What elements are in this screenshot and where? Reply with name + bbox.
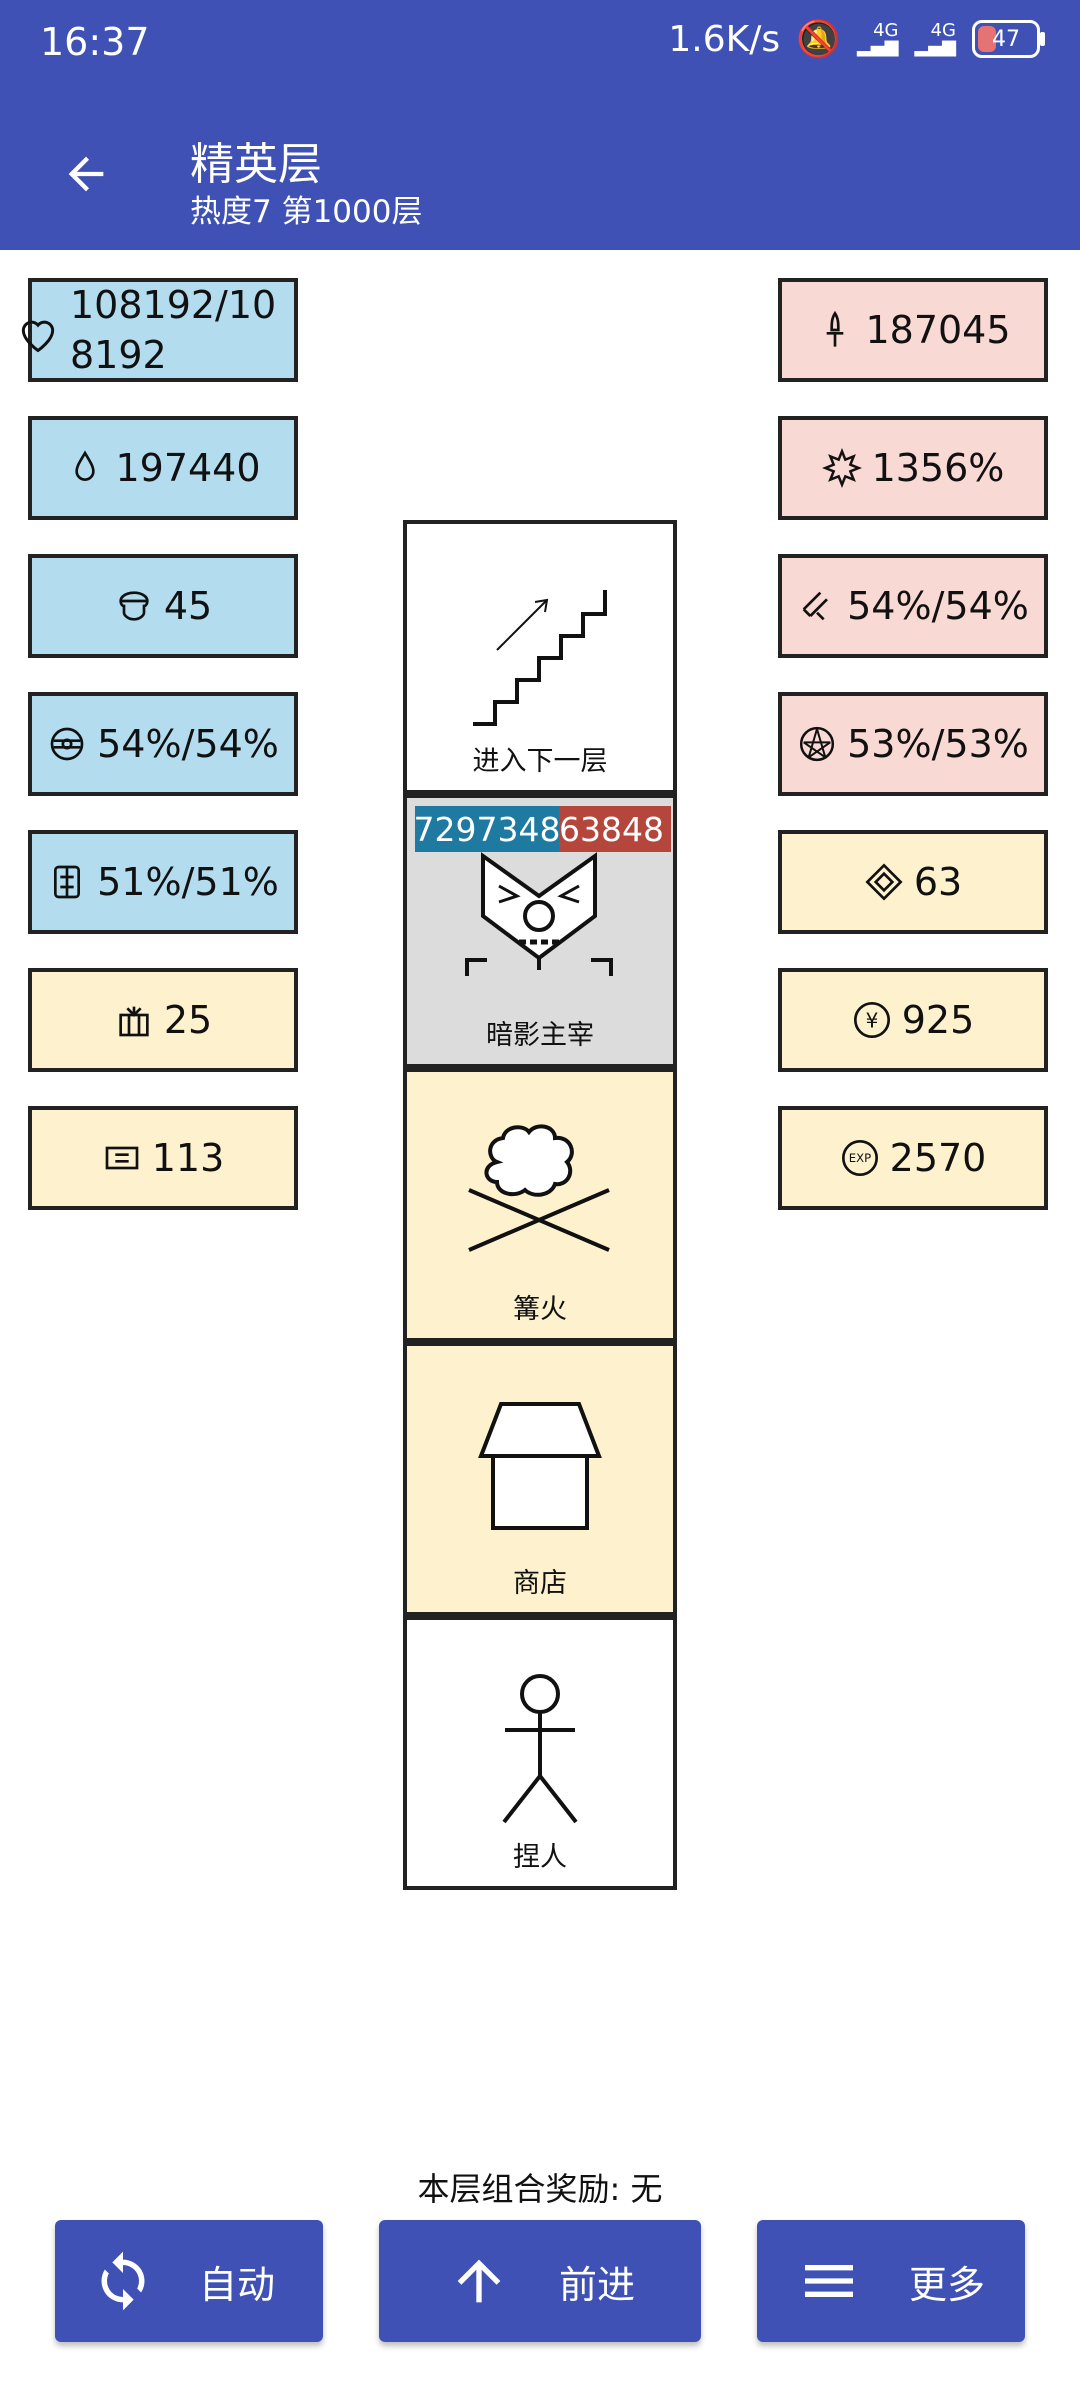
stat-resist: 54%/54% [28, 692, 298, 796]
tile-boss[interactable]: 7297348 63848 暗影主宰 [403, 794, 677, 1068]
battery-level: 47 [992, 26, 1020, 52]
helmet-icon [119, 591, 149, 621]
more-button-label: 更多 [909, 2262, 986, 2307]
stat-exp-value: 2570 [889, 1136, 987, 1180]
auto-button-label: 自动 [199, 2262, 276, 2307]
battery-icon: 47 [972, 20, 1045, 58]
network-speed: 1.6K/s [668, 18, 781, 60]
more-button[interactable]: 更多 [757, 2220, 1025, 2342]
stat-attack: 187045 [778, 278, 1048, 382]
back-button[interactable] [46, 134, 126, 214]
armor-icon [54, 865, 81, 899]
stat-gem: 63 [778, 830, 1048, 934]
tile-shop-label: 商店 [513, 1568, 567, 1599]
stick-figure-icon [502, 1674, 578, 1824]
status-time: 16:37 [40, 20, 150, 64]
boss-hp-right: 63848 [559, 806, 671, 852]
svg-text:EXP: EXP [848, 1151, 870, 1165]
stat-mp: 197440 [28, 416, 298, 520]
arrow-left-icon [68, 156, 104, 192]
menu-icon [805, 2265, 853, 2297]
stat-hp-value: 108192/108192 [70, 283, 277, 377]
signal-icon: 4G▂▄▆ [856, 20, 899, 57]
tile-create-character[interactable]: 捏人 [403, 1616, 677, 1890]
svg-text:¥: ¥ [865, 1009, 878, 1033]
tile-boss-label: 暗影主宰 [486, 1020, 594, 1051]
stat-scroll-value: 113 [151, 1136, 225, 1180]
stat-crit-damage: 1356% [778, 416, 1048, 520]
page-title: 精英层 [190, 139, 322, 190]
boss-hp-left: 7297348 [415, 806, 561, 852]
stairs-icon [473, 590, 607, 726]
stat-defense: 45 [28, 554, 298, 658]
stat-armor-value: 51%/51% [97, 860, 279, 904]
stat-scroll: 113 [28, 1106, 298, 1210]
stat-gold-value: 925 [901, 998, 975, 1042]
stat-attack-value: 187045 [865, 308, 1011, 352]
sword-icon [827, 310, 844, 347]
net-type-1: 4G [873, 20, 899, 41]
heart-icon [21, 320, 55, 353]
tile-campfire[interactable]: 篝火 [403, 1068, 677, 1342]
auto-button[interactable]: 自动 [55, 2220, 323, 2342]
stat-gift-value: 25 [163, 998, 213, 1042]
tile-next-floor-label: 进入下一层 [472, 746, 608, 777]
stat-gem-value: 63 [913, 860, 963, 904]
burst-icon [821, 448, 862, 488]
shadow-lord-icon [465, 852, 613, 976]
stat-crit-rate: 54%/54% [778, 554, 1048, 658]
tile-create-character-label: 捏人 [513, 1842, 567, 1873]
stat-mp-value: 197440 [115, 446, 261, 490]
yen-icon: ¥ [853, 1002, 890, 1038]
scroll-icon [105, 1146, 139, 1170]
status-indicators: 1.6K/s 🔕 4G▂▄▆ 4G▂▄▆ 47 [668, 18, 1045, 60]
stat-exp: EXP 2570 [778, 1106, 1048, 1210]
tile-next-floor[interactable]: 进入下一层 [403, 520, 677, 794]
exp-icon: EXP [841, 1140, 878, 1176]
pentagram-icon [800, 726, 835, 762]
stat-gold: ¥ 925 [778, 968, 1048, 1072]
campfire-icon [468, 1124, 610, 1252]
signal-icon-2: 4G▂▄▆ [914, 20, 956, 57]
app-bar: 精英层 热度7 第1000层 [0, 90, 1080, 250]
stat-resist-value: 54%/54% [97, 722, 279, 766]
tile-shop[interactable]: 商店 [403, 1342, 677, 1616]
page-subtitle: 热度7 第1000层 [190, 194, 423, 230]
stat-gift: 25 [28, 968, 298, 1072]
net-type-2: 4G [930, 20, 956, 41]
diamond-icon [865, 863, 903, 901]
droplet-icon [75, 450, 96, 481]
boss-hp-bar: 7297348 63848 [415, 806, 671, 852]
stat-penetrate: 53%/53% [778, 692, 1048, 796]
slash-icon [802, 591, 829, 621]
forward-button-label: 前进 [559, 2262, 636, 2307]
stat-crit-rate-value: 54%/54% [847, 584, 1029, 628]
stat-hp: 108192/108192 [21, 278, 298, 382]
refresh-icon [101, 2251, 145, 2311]
shield-ring-icon [50, 727, 84, 761]
stat-defense-value: 45 [163, 584, 213, 628]
stat-armor: 51%/51% [28, 830, 298, 934]
gift-icon [119, 1006, 149, 1037]
shop-icon [478, 1402, 602, 1530]
status-bar: 16:37 1.6K/s 🔕 4G▂▄▆ 4G▂▄▆ 47 [0, 0, 1080, 90]
floor-combo-reward: 本层组合奖励: 无 [417, 2170, 663, 2208]
forward-button[interactable]: 前进 [379, 2220, 701, 2342]
tile-campfire-label: 篝火 [513, 1294, 567, 1325]
arrow-up-icon [457, 2259, 501, 2303]
stat-penetrate-value: 53%/53% [847, 722, 1029, 766]
stat-crit-damage-value: 1356% [871, 446, 1005, 490]
mute-icon: 🔕 [796, 19, 841, 60]
